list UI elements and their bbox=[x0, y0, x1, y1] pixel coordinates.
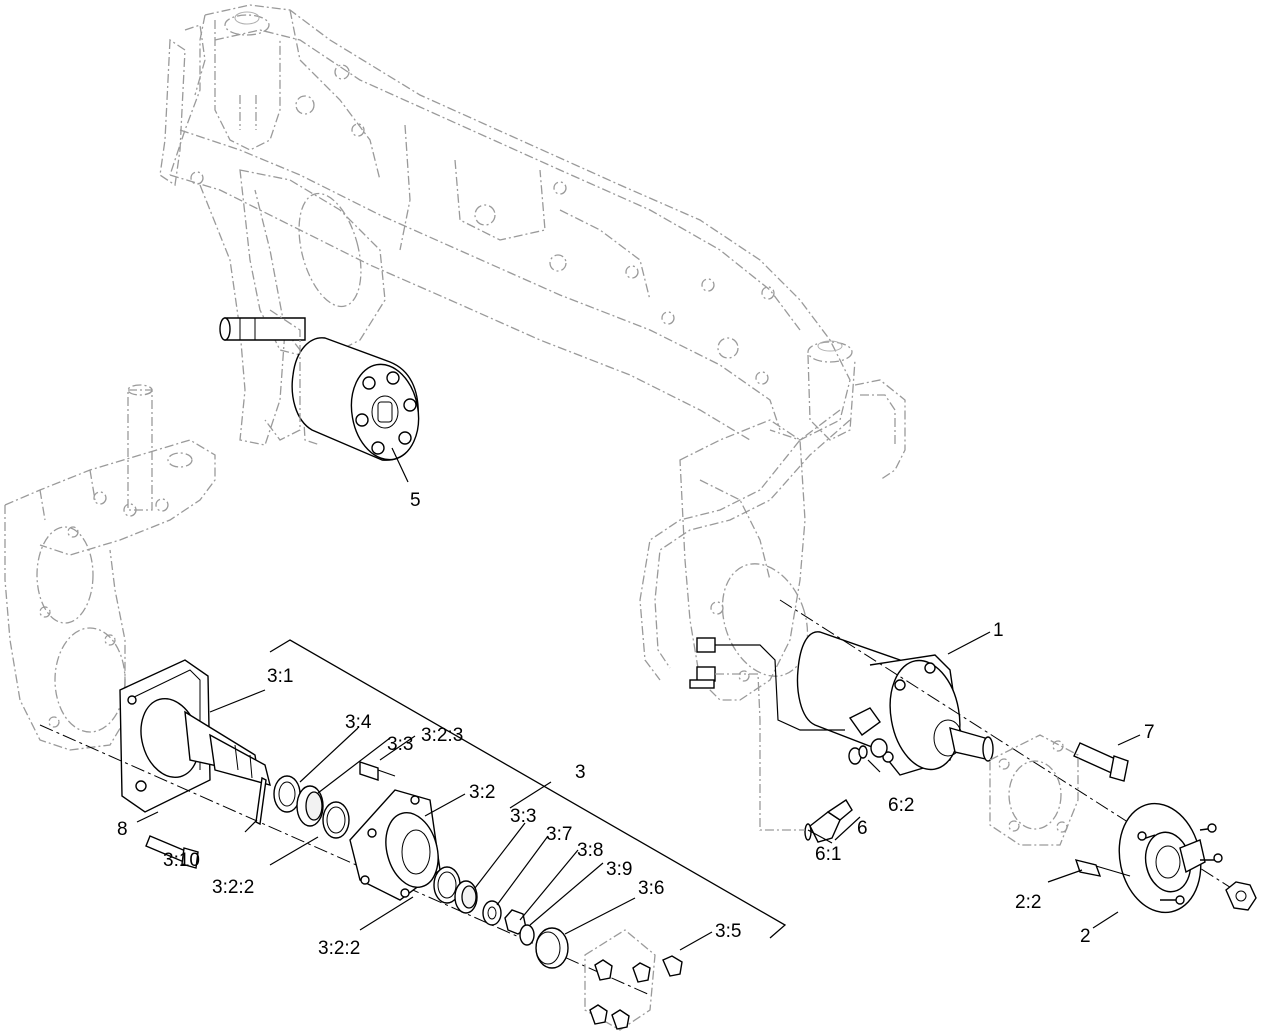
callout-5: 5 bbox=[410, 490, 421, 511]
callout-3-2: 3:2 bbox=[469, 782, 495, 803]
race-3-2-2-inner bbox=[322, 801, 350, 839]
dust-cap-3-6 bbox=[535, 927, 569, 969]
bearing-3-3-outer bbox=[454, 880, 478, 914]
callout-7: 7 bbox=[1144, 722, 1155, 743]
left-knuckle-phantom bbox=[4, 384, 216, 751]
callout-labels: 1 2 2:2 3 3:1 3:2 3:2:2 3:2:2 3:2:3 3:3 … bbox=[117, 490, 1155, 959]
cotter-pin-3-10 bbox=[255, 776, 267, 826]
callout-3: 3 bbox=[575, 762, 586, 783]
callout-3-2-2-a: 3:2:2 bbox=[212, 877, 254, 898]
seal-3-4 bbox=[273, 775, 301, 813]
hydraulic-motor-1 bbox=[796, 631, 994, 776]
leader-lines bbox=[136, 447, 1141, 951]
washer-3-7 bbox=[482, 900, 502, 926]
callout-3-6: 3:6 bbox=[638, 878, 664, 899]
bolt-7 bbox=[1073, 742, 1129, 782]
bearing-3-3-inner bbox=[296, 785, 324, 827]
callout-1: 1 bbox=[993, 620, 1004, 641]
callout-3-3-a: 3:3 bbox=[387, 734, 413, 755]
callout-6-2: 6:2 bbox=[888, 795, 914, 816]
callout-3-7: 3:7 bbox=[546, 824, 572, 845]
hub-3-2 bbox=[349, 789, 441, 901]
stud-3-2-3 bbox=[359, 761, 396, 781]
callout-3-3-b: 3:3 bbox=[510, 806, 536, 827]
callout-3-1: 3:1 bbox=[267, 666, 293, 687]
wheel-phantom-with-lug-nuts-3-5 bbox=[584, 929, 683, 1031]
right-mount-plate-phantom bbox=[989, 734, 1079, 846]
spindle-3-1 bbox=[119, 659, 271, 813]
callout-3-4: 3:4 bbox=[345, 712, 372, 733]
callout-6-1: 6:1 bbox=[815, 844, 841, 865]
callout-3-9: 3:9 bbox=[606, 859, 632, 880]
callout-3-2-2-b: 3:2:2 bbox=[318, 938, 360, 959]
callout-3-10: 3:10 bbox=[163, 850, 200, 871]
group-3-bracket bbox=[269, 639, 787, 939]
hydraulic-motor-5 bbox=[219, 309, 420, 461]
wheel-hub-2 bbox=[1074, 802, 1257, 914]
axle-frame-phantom bbox=[159, 4, 906, 701]
callout-6: 6 bbox=[857, 818, 868, 839]
bolt-8 bbox=[145, 835, 199, 869]
callout-3-2-3: 3:2:3 bbox=[421, 725, 463, 746]
right-axis-centerline bbox=[779, 599, 1251, 901]
callout-8: 8 bbox=[117, 819, 128, 840]
callout-3-5: 3:5 bbox=[715, 921, 741, 942]
callout-3-8: 3:8 bbox=[577, 840, 603, 861]
race-3-2-2-outer bbox=[433, 866, 461, 904]
callout-2: 2 bbox=[1080, 926, 1091, 947]
retainer-3-9 bbox=[519, 924, 535, 946]
callout-2-2: 2:2 bbox=[1015, 892, 1041, 913]
